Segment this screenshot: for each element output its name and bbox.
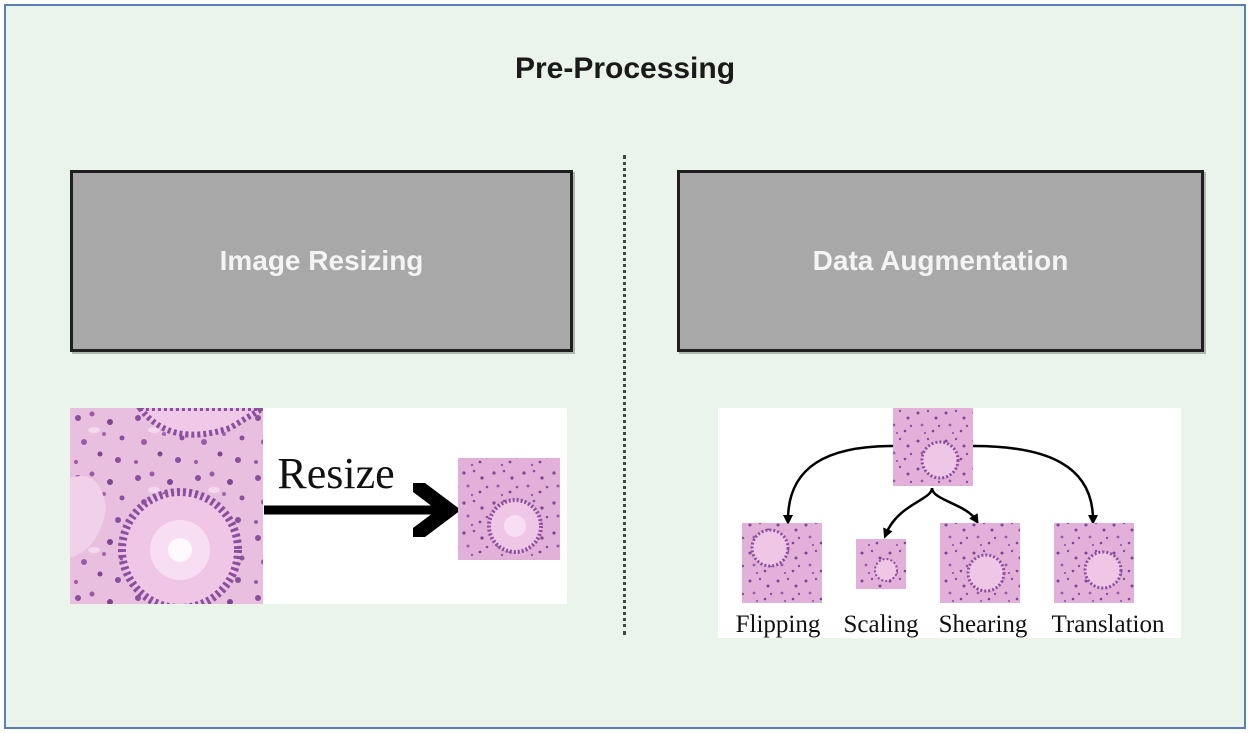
translation-image xyxy=(1054,523,1134,603)
data-augmentation-box: Data Augmentation xyxy=(677,170,1204,352)
resized-tissue-image xyxy=(458,458,560,560)
image-resizing-label: Image Resizing xyxy=(219,245,424,276)
scaling-label: Scaling xyxy=(844,611,919,638)
resize-illustration: Resize xyxy=(70,405,567,612)
augmentation-illustration: Flipping Scaling Shearing Translation xyxy=(718,408,1181,638)
augmentation-illustration-svg: Flipping Scaling Shearing Translation xyxy=(736,408,1165,638)
shearing-image xyxy=(940,523,1020,603)
translation-label: Translation xyxy=(1052,611,1165,638)
arrow-to-scaling xyxy=(883,487,934,539)
scaling-image xyxy=(856,539,906,589)
arrow-to-shearing xyxy=(930,487,979,525)
source-tissue-image xyxy=(893,408,973,486)
arrow-to-translation xyxy=(972,444,1098,525)
dotted-divider xyxy=(623,155,626,635)
diagram-title: Pre-Processing xyxy=(514,52,736,85)
flipping-label: Flipping xyxy=(736,611,821,638)
original-tissue-image xyxy=(70,405,274,612)
flipping-image xyxy=(742,523,822,603)
shearing-label: Shearing xyxy=(939,611,1028,638)
arrow-to-flipping xyxy=(783,444,894,525)
image-resizing-box: Image Resizing xyxy=(70,170,573,352)
resize-illustration-svg: Resize xyxy=(70,405,560,612)
data-augmentation-label: Data Augmentation xyxy=(812,245,1069,276)
resize-label: Resize xyxy=(277,449,394,498)
